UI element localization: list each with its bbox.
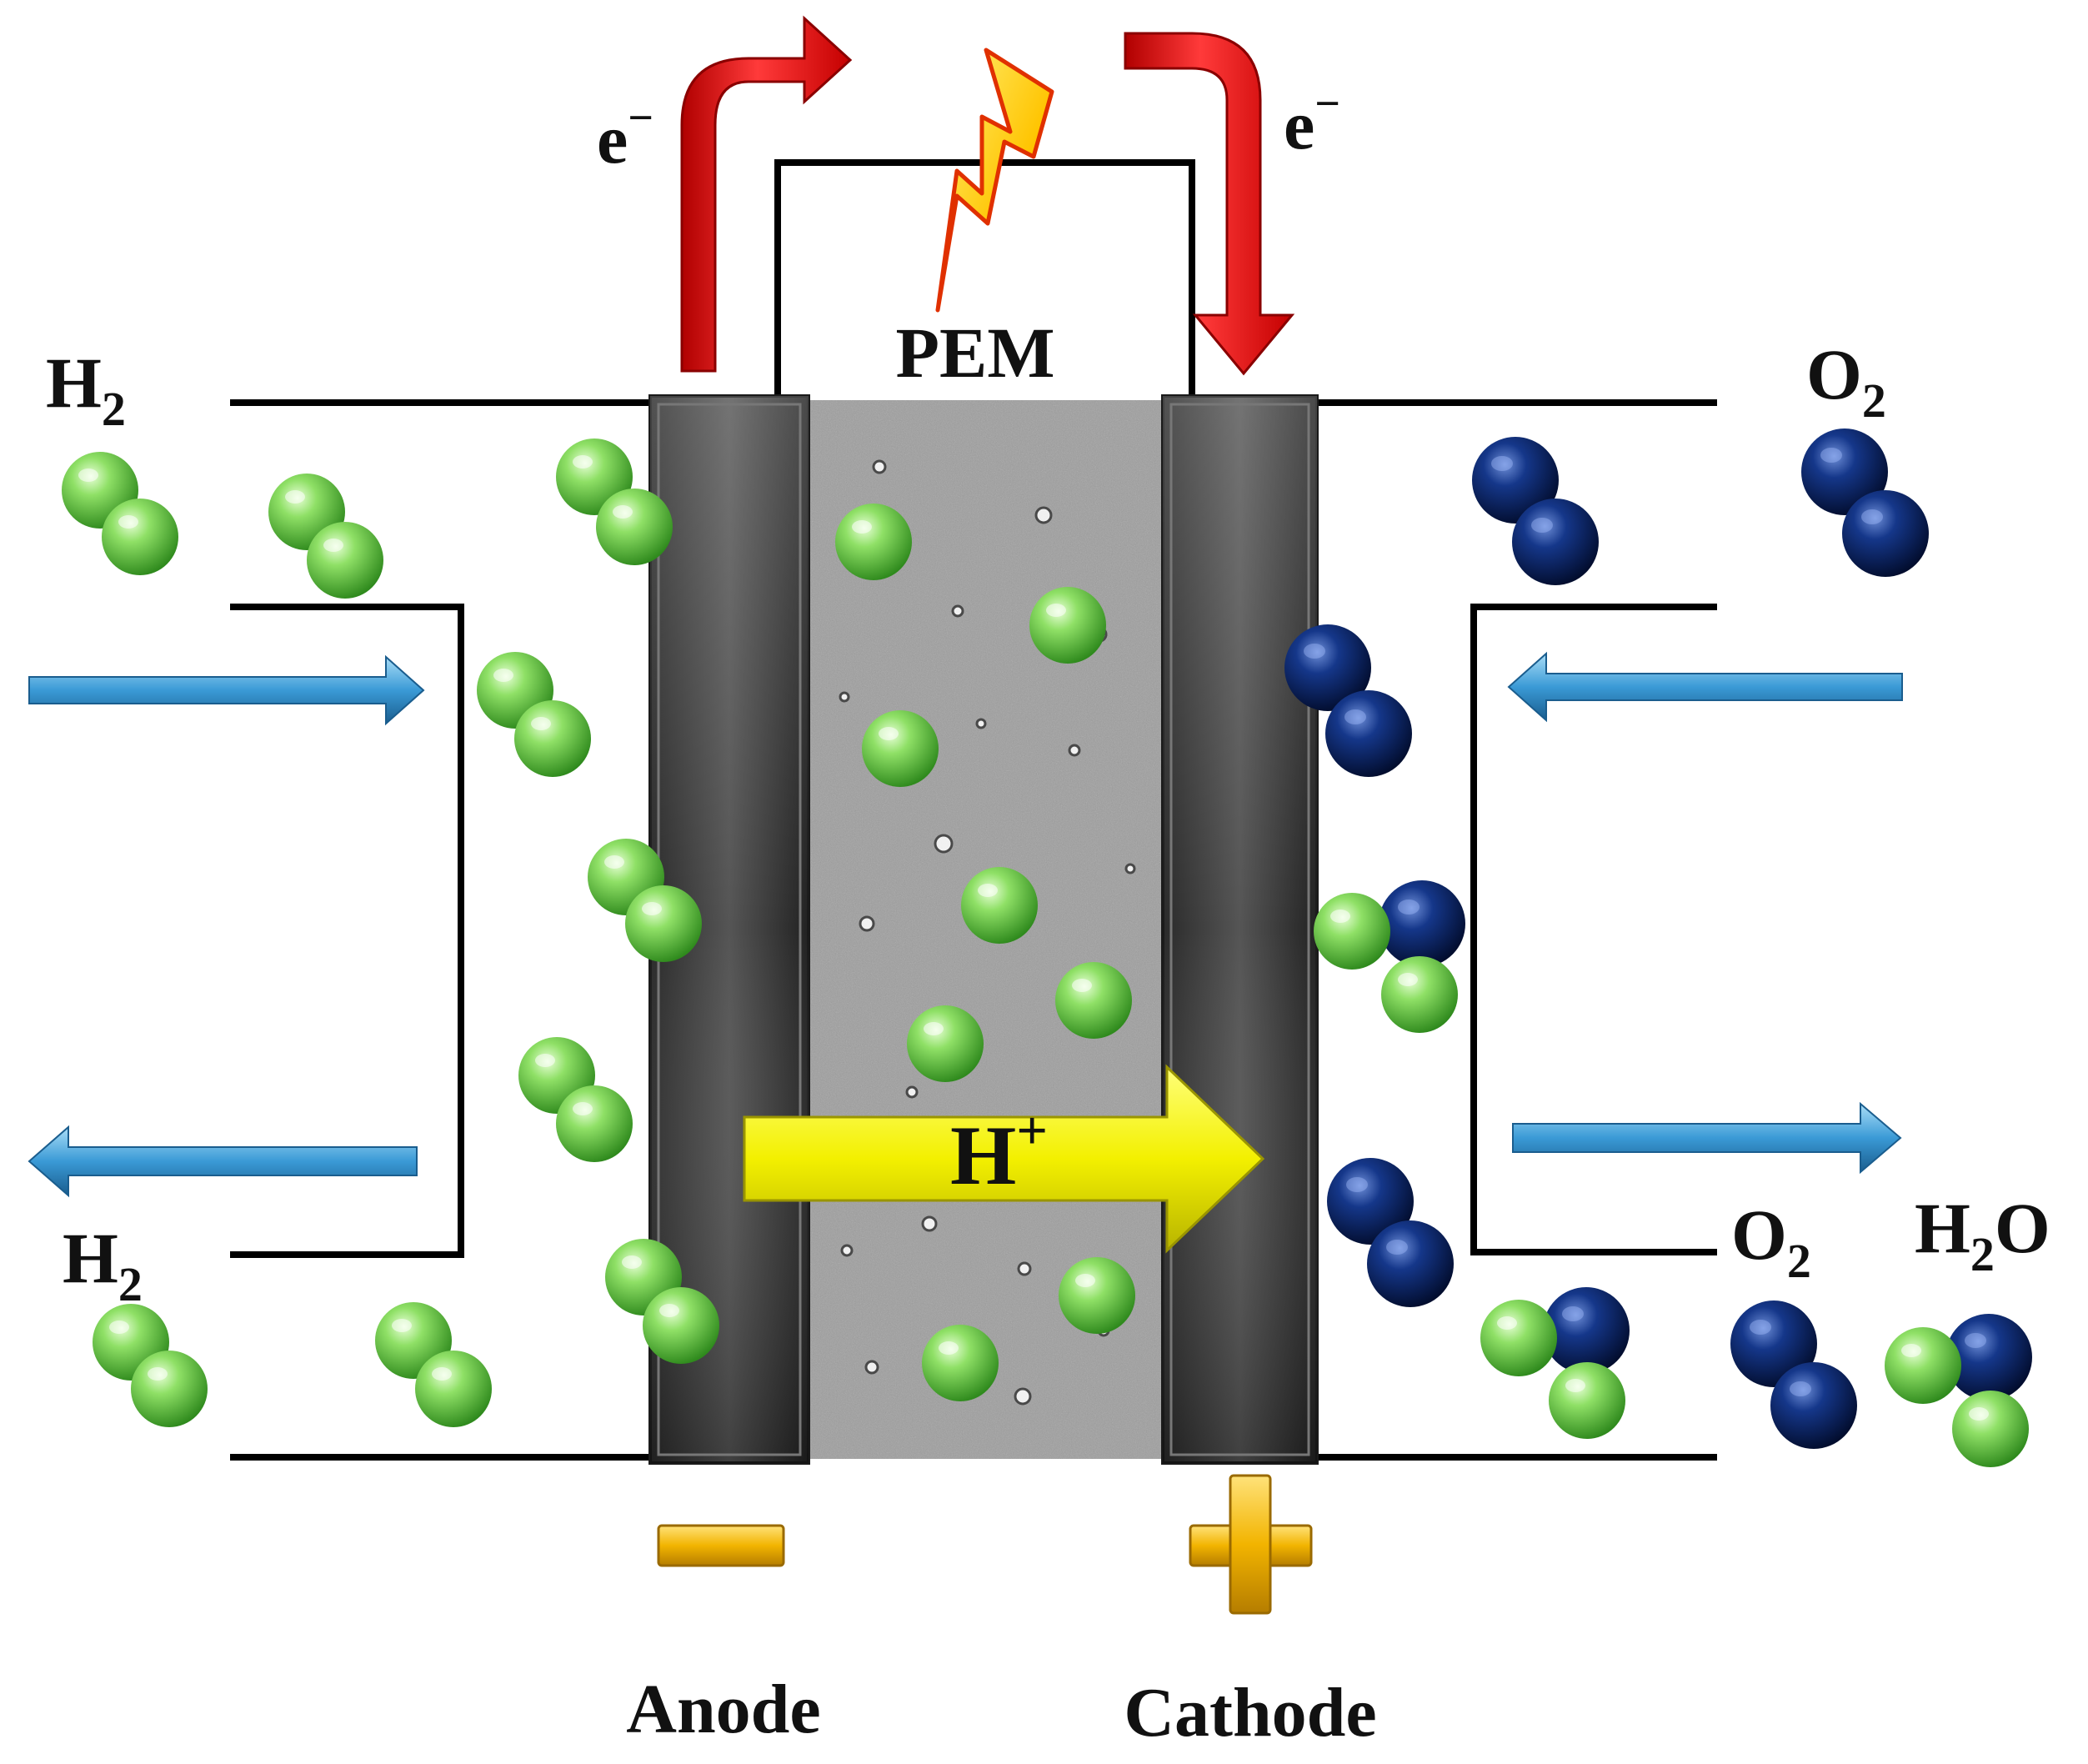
- proton-atom: [1055, 962, 1132, 1039]
- cathode-electrode: [1161, 394, 1319, 1465]
- h2-outlet-arrow: [28, 1125, 418, 1198]
- o2-inlet-arrow: [1507, 651, 1903, 723]
- anode-label: Anode: [626, 1671, 820, 1748]
- hydrogen-atom: [1480, 1300, 1557, 1376]
- hydrogen-atom: [307, 522, 383, 599]
- cathode-label: Cathode: [1124, 1674, 1376, 1751]
- hydrogen-atom: [131, 1351, 208, 1427]
- h2-inlet-arrow: [28, 654, 425, 726]
- electron-flow-arrow-left: [680, 15, 853, 373]
- proton-label: H+: [950, 1100, 1048, 1203]
- water-label: H2O: [1915, 1188, 2050, 1281]
- hydrogen-atom: [102, 499, 178, 575]
- o2-inlet-label: O2: [1806, 334, 1886, 428]
- proton-atom: [961, 867, 1038, 944]
- electron-label-right: e−: [1284, 78, 1340, 164]
- oxygen-atom: [1512, 499, 1599, 585]
- oxygen-atom: [1325, 690, 1412, 777]
- membrane-label: PEM: [895, 313, 1054, 393]
- proton-atom: [922, 1325, 999, 1401]
- water-outlet-arrow: [1512, 1101, 1902, 1175]
- oxygen-atom: [1842, 490, 1929, 577]
- h2-inlet-label: H2: [46, 343, 126, 436]
- hydrogen-atom: [596, 489, 673, 565]
- hydrogen-atom: [1952, 1391, 2029, 1467]
- water-molecule: [1480, 1287, 1630, 1439]
- hydrogen-atom: [1314, 893, 1390, 970]
- water-molecule: [1314, 880, 1465, 1033]
- proton-transport-arrow: [743, 1064, 1265, 1254]
- oxygen-atom: [1367, 1220, 1454, 1307]
- hydrogen-atom: [625, 885, 702, 962]
- hydrogen-atom: [1549, 1362, 1625, 1439]
- electron-label-left: e−: [597, 93, 653, 178]
- proton-atom: [1029, 587, 1106, 664]
- hydrogen-atom: [643, 1287, 719, 1364]
- proton-atom: [862, 710, 939, 787]
- hydrogen-atom: [556, 1085, 633, 1162]
- o2-outlet-label: O2: [1731, 1195, 1811, 1288]
- hydrogen-atom: [1381, 956, 1458, 1033]
- text-labels: e− e− PEM H2 H2 O2 O2 H2O H+ Anode Catho…: [46, 78, 2050, 1751]
- minus-terminal-icon: [657, 1524, 785, 1567]
- lightning-bolt-icon: [935, 48, 1054, 313]
- proton-atom: [835, 504, 912, 580]
- electron-flow-arrow-right: [1124, 32, 1295, 376]
- hydrogen-molecules: [62, 438, 719, 1427]
- proton-atom: [1059, 1257, 1135, 1334]
- proton-atom: [907, 1005, 984, 1082]
- water-molecule: [1885, 1314, 2032, 1467]
- hydrogen-atom: [1885, 1327, 1961, 1404]
- plus-terminal-icon: [1189, 1474, 1313, 1615]
- hydrogen-atom: [415, 1351, 492, 1427]
- oxygen-atom: [1379, 880, 1465, 967]
- oxygen-atom: [1770, 1362, 1857, 1449]
- hydrogen-atom: [514, 700, 591, 777]
- h2-outlet-label: H2: [63, 1218, 143, 1311]
